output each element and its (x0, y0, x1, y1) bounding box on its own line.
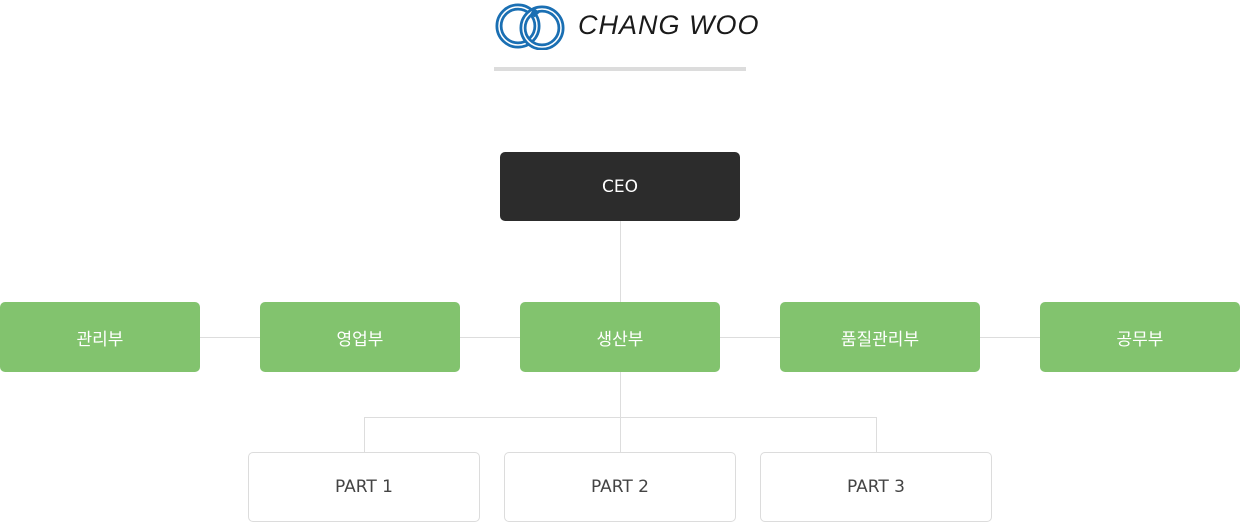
connector-part-1 (364, 417, 365, 452)
part-box-2: PART 2 (504, 452, 736, 522)
part-label: PART 2 (591, 477, 649, 497)
dept-label: 생산부 (596, 329, 644, 350)
interlocking-rings-icon (495, 3, 565, 50)
connector-production-to-parts (620, 372, 621, 452)
connector-ceo-to-production (620, 221, 621, 302)
connector-part-3 (876, 417, 877, 452)
dept-label: 품질관리부 (840, 329, 920, 350)
ceo-box: CEO (500, 152, 740, 221)
dept-label: 관리부 (76, 329, 124, 350)
part-box-1: PART 1 (248, 452, 480, 522)
logo-underline (494, 67, 746, 71)
dept-box-management: 관리부 (0, 302, 200, 372)
company-logo: CHANG WOO (494, 0, 759, 52)
connector-parts-horizontal (364, 417, 877, 418)
part-label: PART 1 (335, 477, 393, 497)
part-box-3: PART 3 (760, 452, 992, 522)
dept-box-production: 생산부 (520, 302, 720, 372)
dept-box-sales: 영업부 (260, 302, 460, 372)
logo-text: CHANG WOO (578, 10, 760, 40)
dept-label: 공무부 (1116, 329, 1164, 350)
part-label: PART 3 (847, 477, 905, 497)
dept-box-quality: 품질관리부 (780, 302, 980, 372)
dept-label: 영업부 (336, 329, 384, 350)
dept-box-engineering: 공무부 (1040, 302, 1240, 372)
ceo-label: CEO (602, 176, 638, 197)
